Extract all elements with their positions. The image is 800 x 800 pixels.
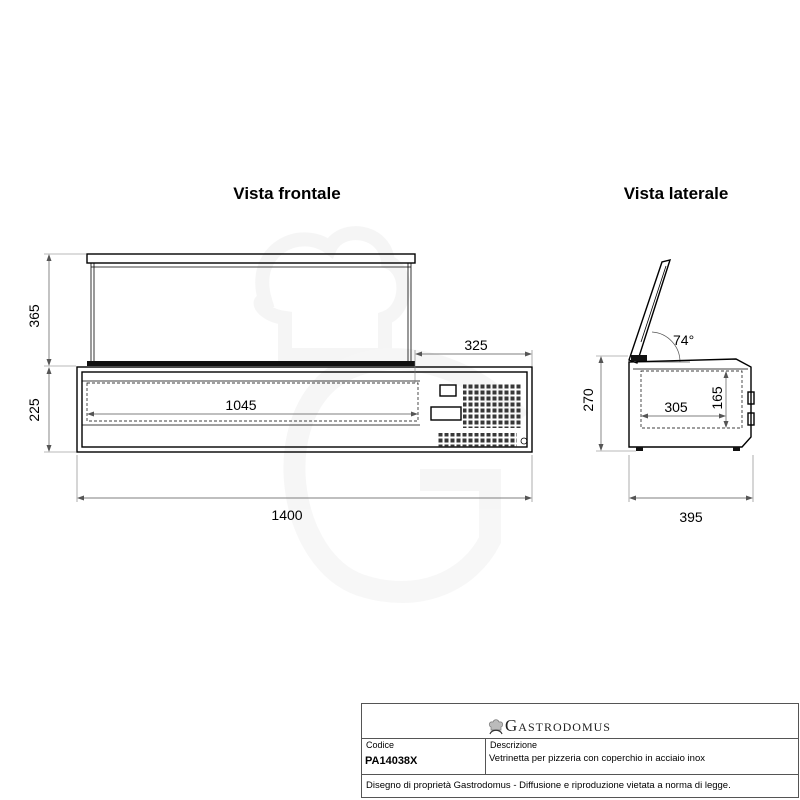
dim-angle-label: 74° bbox=[673, 332, 694, 348]
dim-front-total-width: 1400 bbox=[76, 455, 533, 523]
front-view: Vista frontale bbox=[26, 184, 533, 523]
brand-name: Gastrodomus bbox=[505, 716, 611, 735]
side-body bbox=[628, 358, 755, 451]
dim-325-label: 325 bbox=[464, 337, 488, 353]
copyright-notice: Disegno di proprietà Gastrodomus - Diffu… bbox=[366, 780, 731, 791]
title-block-info-row: Codice PA14038X Descrizione Vetrinetta p… bbox=[362, 739, 798, 775]
title-block-logo-row: Gastrodomus bbox=[362, 704, 798, 739]
side-view: Vista laterale 74° bbox=[580, 184, 755, 525]
dim-395-label: 395 bbox=[679, 509, 703, 525]
side-lid bbox=[628, 259, 672, 364]
chef-hat-icon bbox=[488, 719, 504, 735]
dim-front-pan-width: 1045 bbox=[87, 397, 418, 417]
dim-225-label: 225 bbox=[26, 398, 42, 422]
dim-165-label: 165 bbox=[709, 386, 725, 410]
side-view-title: Vista laterale bbox=[624, 184, 729, 203]
dim-270-label: 270 bbox=[580, 388, 596, 412]
dim-side-pan-height: 165 bbox=[709, 371, 729, 428]
front-lid bbox=[86, 253, 416, 366]
dim-365-label: 365 bbox=[26, 304, 42, 328]
dim-305-label: 305 bbox=[664, 399, 688, 415]
brand-logo: Gastrodomus bbox=[488, 710, 611, 736]
dim-side-pan-depth: 305 bbox=[641, 399, 726, 419]
front-view-title: Vista frontale bbox=[233, 184, 340, 203]
product-description: Vetrinetta per pizzeria con coperchio in… bbox=[489, 753, 705, 764]
dim-1045-label: 1045 bbox=[225, 397, 256, 413]
dim-side-total-depth: 395 bbox=[628, 455, 754, 525]
product-code: PA14038X bbox=[365, 755, 418, 767]
dim-front-body-height: 225 bbox=[26, 367, 76, 453]
side-angle-marker: 74° bbox=[637, 331, 694, 363]
title-block-notice-row: Disegno di proprietà Gastrodomus - Diffu… bbox=[362, 775, 798, 797]
watermark-logo bbox=[253, 226, 529, 604]
dim-1400-label: 1400 bbox=[271, 507, 302, 523]
code-cell: Codice PA14038X bbox=[362, 739, 486, 774]
code-label: Codice bbox=[366, 740, 395, 750]
description-cell: Descrizione Vetrinetta per pizzeria con … bbox=[486, 739, 798, 774]
front-body bbox=[76, 366, 533, 453]
dim-front-lid-height: 365 bbox=[26, 253, 86, 367]
title-block: Gastrodomus Codice PA14038X Descrizione … bbox=[361, 703, 799, 798]
dim-front-control-width: 325 bbox=[414, 337, 533, 383]
dim-side-height: 270 bbox=[580, 355, 636, 452]
description-label: Descrizione bbox=[490, 740, 538, 750]
